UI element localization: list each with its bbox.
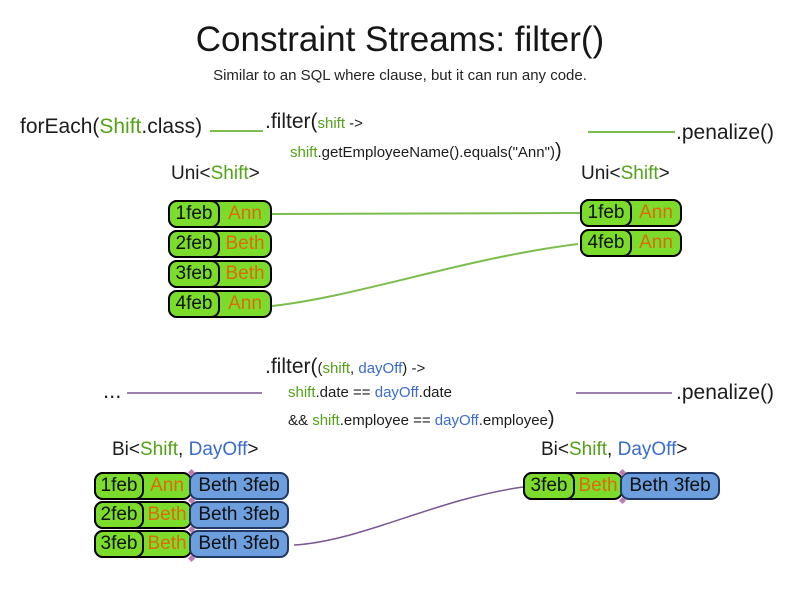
cond1-end: .date [418,384,453,401]
filter1-fn: .filter( [265,110,318,133]
filter1-body-var: shift [290,144,318,161]
cond1-var2: dayOff [374,384,419,401]
uni-label-right: Uni<Shift> [581,163,670,185]
shift-name-cell: Beth [225,233,265,254]
filter2-param2: dayOff [358,360,403,377]
uni-right-post: > [658,163,670,184]
bi-right-type1: Shift [569,439,608,460]
shift-date-cell: 2feb [168,230,220,258]
uni-right-pre: Uni< [581,163,621,184]
filter2-call: .filter((shift, dayOff) -> [265,355,425,379]
filter1-param: shift [317,115,346,132]
penalize1-call: .penalize() [676,121,775,144]
uni-right-type: Shift [620,163,659,184]
uni-left-type: Shift [210,163,249,184]
bi-left-type2: DayOff [188,439,248,460]
filter1-call: .filter(shift -> [265,110,363,134]
shift-date-cell: 4feb [580,229,632,257]
foreach-type: Shift [99,115,142,138]
filter2-arrow: ) -> [402,360,426,377]
penalize2-call: .penalize() [676,381,775,404]
cond2-var2: dayOff [434,412,479,429]
shift-date-cell: 4feb [168,290,220,318]
bi-left-pre: Bi< [112,439,140,460]
shift-name-cell: Ann [639,202,673,223]
dayoff-cell: Beth 3feb [189,530,289,558]
dayoff-cell: Beth 3feb [189,501,289,529]
shift-row: 4feb Ann [580,229,682,257]
dayoff-cell: Beth 3feb [189,472,289,500]
filter1-body: shift.getEmployeeName().equals("Ann")) [290,140,562,163]
shift-name-cell: Ann [228,203,262,224]
foreach-pre: forEach( [20,115,100,138]
cond1-var1: shift [288,384,316,401]
shift-date-cell: 3feb [523,472,575,500]
bi-label-left: Bi<Shift, DayOff> [112,439,258,461]
filter2-param1: shift [322,360,351,377]
dayoff-cell: Beth 3feb [620,472,720,500]
cond2-pre: && [288,412,313,429]
filter2-cond1: shift.date == dayOff.date [288,384,452,402]
cond1-op: .date == [315,384,375,401]
shift-date-cell: 3feb [94,530,144,558]
filter1-close-paren: ) [554,140,562,162]
filter2-open: ( [317,360,323,377]
shift-row: 1feb Ann [580,199,682,227]
shift-date-cell: 2feb [94,501,144,529]
shift-name-cell: Ann [150,475,184,496]
shift-name-cell: Beth [578,475,618,496]
shift-date-cell: 1feb [168,200,220,228]
connector-row-4feb [271,243,579,307]
bi-label-right: Bi<Shift, DayOff> [541,439,687,461]
bi-left-comma: , [178,439,189,460]
cond2-end: .employee [478,412,548,429]
connector-row-1feb [271,212,581,215]
filter2-close-paren: ) [547,408,555,430]
shift-date-cell: 1feb [94,472,144,500]
bi-left-type1: Shift [140,439,179,460]
bi-right-post: > [676,439,688,460]
filter1-body-rest: .getEmployeeName().equals("Ann") [317,144,555,161]
bi-left-post: > [247,439,259,460]
shift-date-cell: 1feb [580,199,632,227]
page-subtitle: Similar to an SQL where clause, but it c… [213,67,587,84]
cond2-var1: shift [312,412,340,429]
foreach-post: .class) [141,115,203,138]
cond2-op: .employee == [339,412,435,429]
shift-name-cell: Ann [639,232,673,253]
connector-joined-row [293,486,524,546]
stream2-source-ellipsis: ... [103,378,122,403]
bi-right-pre: Bi< [541,439,569,460]
bi-right-type2: DayOff [617,439,677,460]
filter2-fn: .filter( [265,355,318,378]
shift-name-cell: Ann [228,293,262,314]
foreach-call: forEach(Shift.class) [20,115,202,139]
bi-right-comma: , [607,439,618,460]
uni-left-pre: Uni< [171,163,211,184]
page-title: Constraint Streams: filter() [195,20,605,59]
shift-name-cell: Beth [147,504,187,525]
shift-row: 1feb Ann [168,200,272,228]
uni-label-left: Uni<Shift> [171,163,260,185]
shift-row: 4feb Ann [168,290,272,318]
shift-date-cell: 3feb [168,260,220,288]
shift-name-cell: Beth [147,533,187,554]
shift-name-cell: Beth [225,263,265,284]
uni-left-post: > [248,163,260,184]
filter2-comma: , [350,360,359,377]
filter1-arrow: -> [345,115,363,132]
filter2-cond2: && shift.employee == dayOff.employee) [288,408,555,431]
